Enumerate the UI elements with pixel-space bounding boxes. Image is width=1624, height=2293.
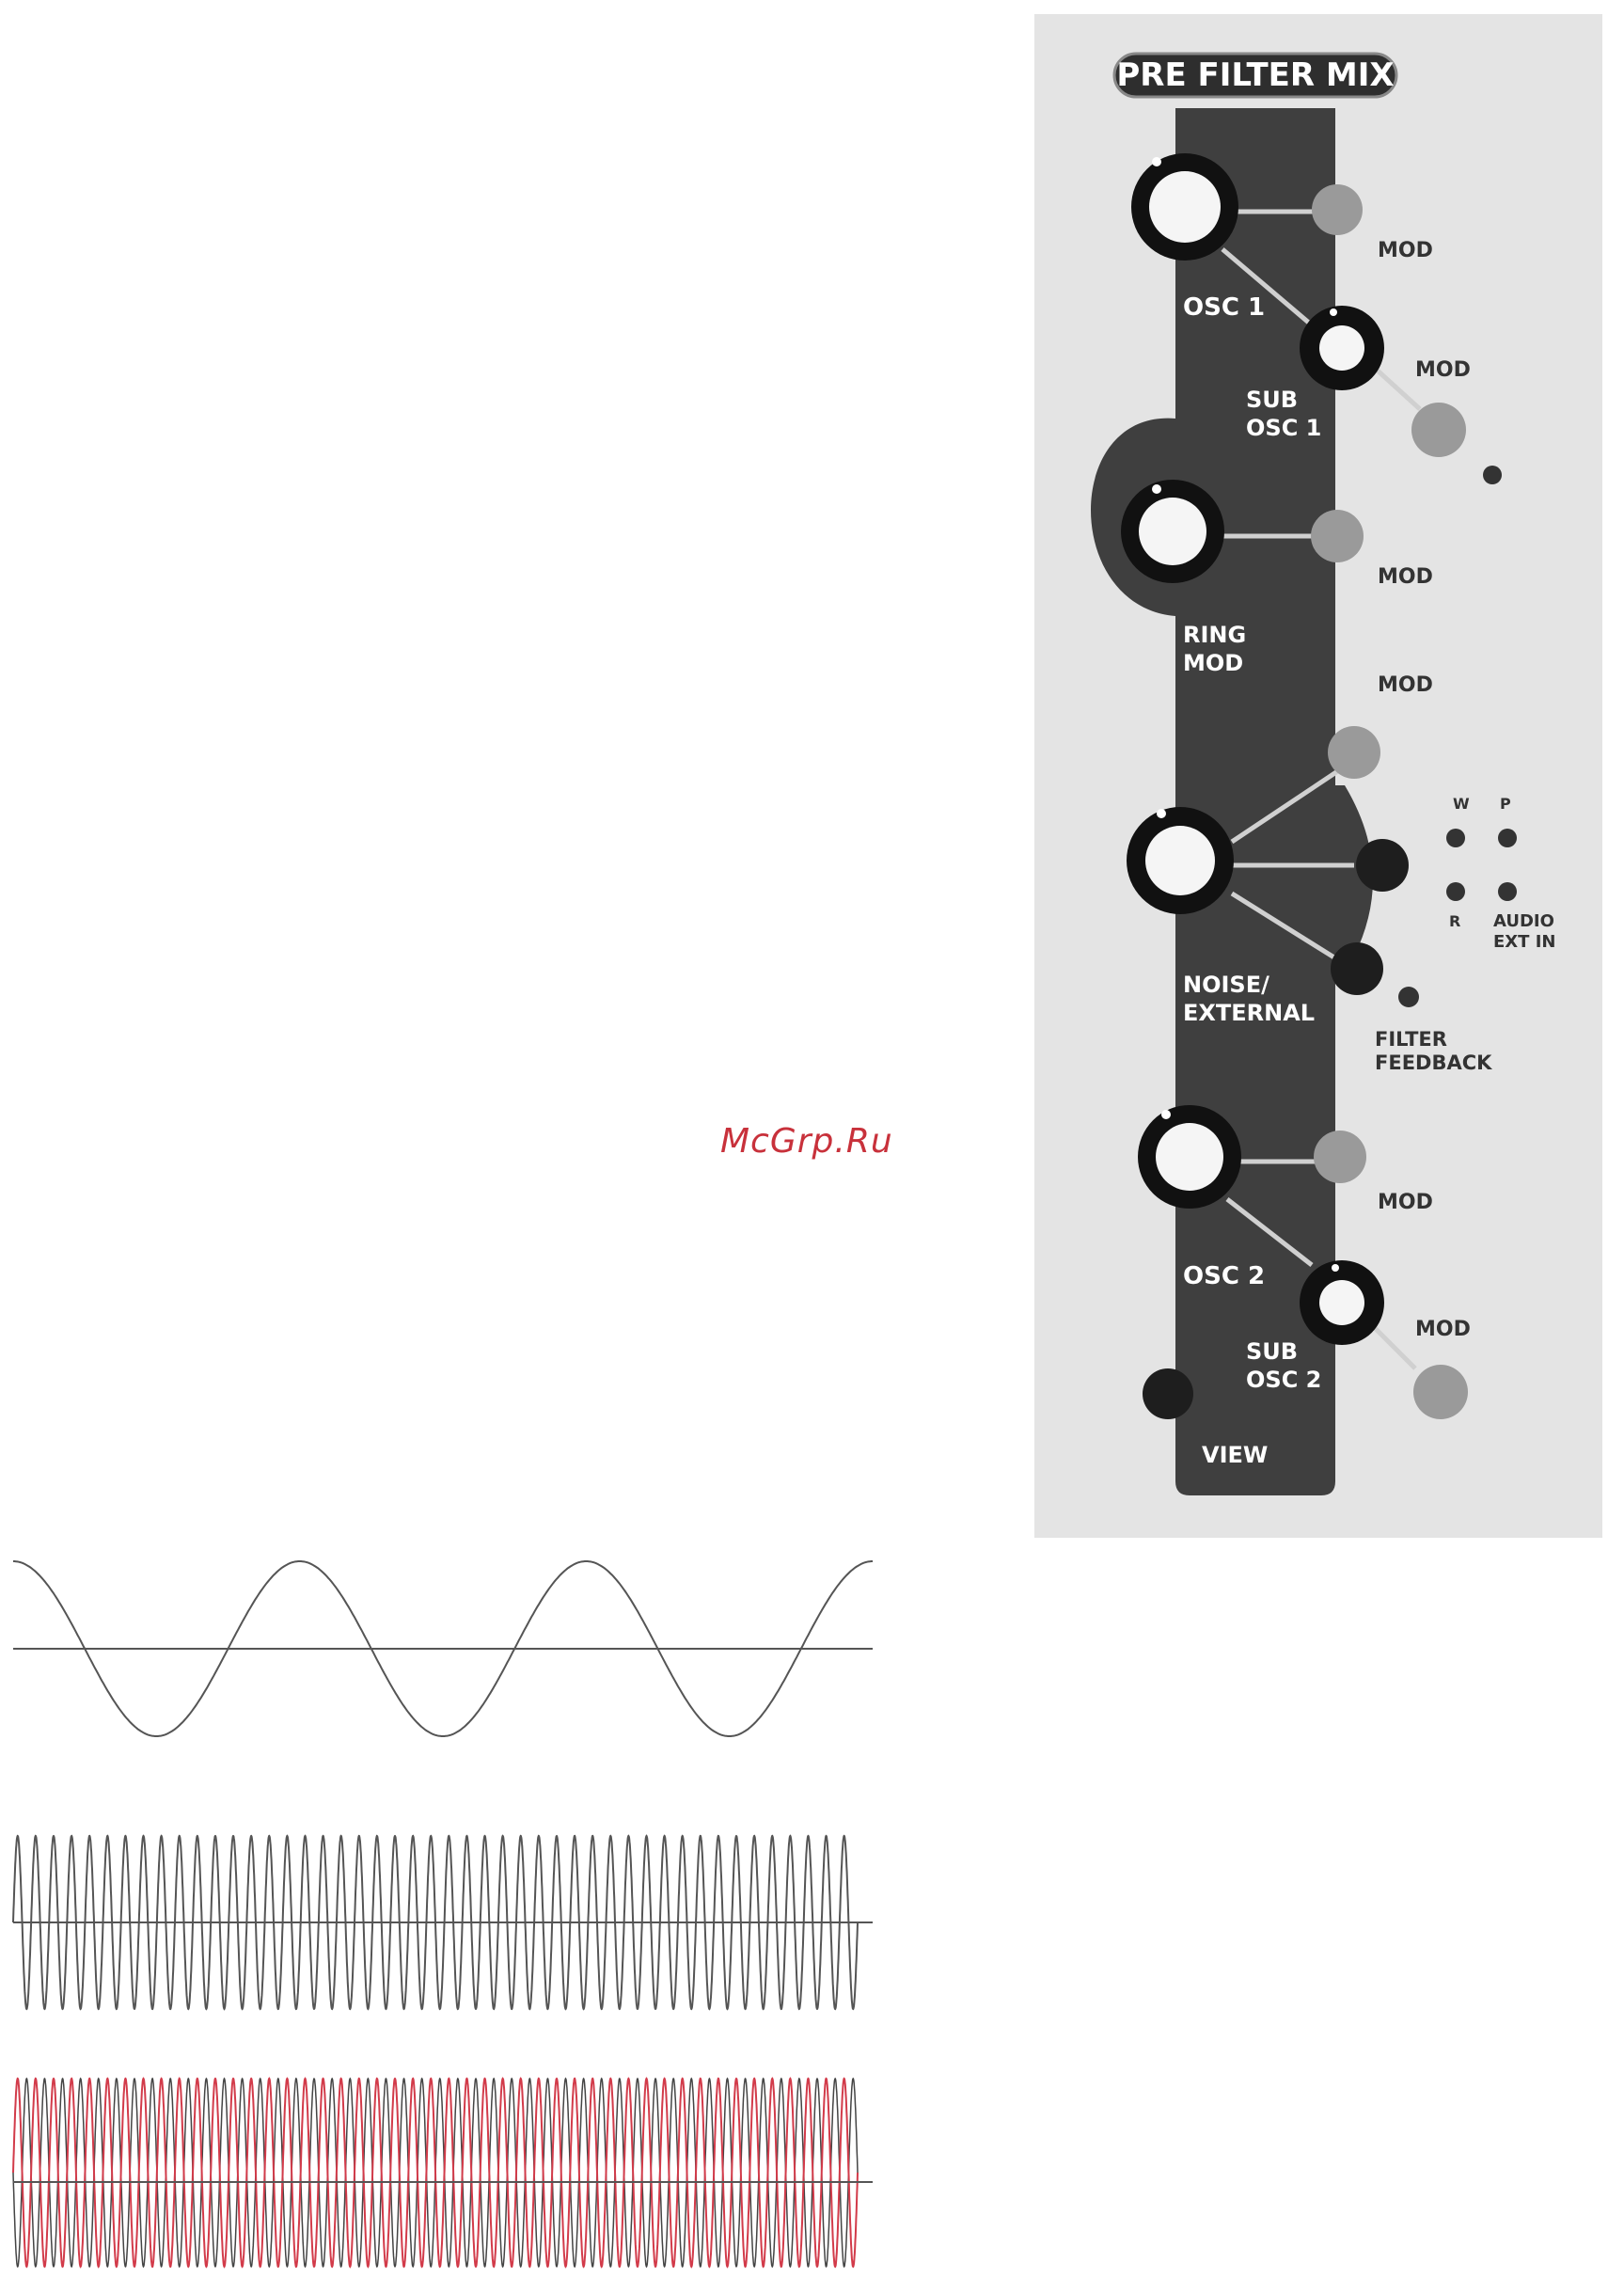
led-audio-ext-in <box>1498 882 1517 901</box>
filter-feedback-label-line2: FEEDBACK <box>1375 1052 1492 1074</box>
ring-mod-label-line1: RING <box>1183 622 1246 648</box>
sub-osc1-label-line1: SUB <box>1246 387 1298 413</box>
audio-ext-in-label-line1: AUDIO <box>1493 911 1554 931</box>
sub-osc2-label-line2: OSC 2 <box>1246 1367 1321 1393</box>
sub-osc1-led <box>1483 466 1502 484</box>
pre-filter-mix-panel: PRE FILTER MIX MOD OSC 1 MOD SUB OSC 1 M… <box>1034 14 1602 1538</box>
sub-osc1-label-line2: OSC 1 <box>1246 415 1321 441</box>
noise-button-3[interactable] <box>1331 942 1383 995</box>
view-button[interactable] <box>1143 1368 1193 1419</box>
audio-ext-in-label-line2: EXT IN <box>1493 932 1555 952</box>
osc1-mod-label: MOD <box>1378 239 1433 262</box>
ring-mod-mod-button[interactable] <box>1311 510 1364 562</box>
waveforms-figure <box>0 1542 903 2285</box>
osc1-mod-button[interactable] <box>1312 184 1363 235</box>
waveform-high-sine <box>13 1836 858 2009</box>
osc2-label: OSC 2 <box>1183 1262 1265 1290</box>
watermark-text: McGrp.Ru <box>720 1122 893 1161</box>
led-p <box>1498 829 1517 847</box>
osc1-label: OSC 1 <box>1183 293 1265 322</box>
sub-osc1-mod-button[interactable] <box>1411 403 1466 457</box>
waveform-ring-mod-result <box>13 2079 858 2267</box>
noise-label-line1: NOISE/ <box>1183 972 1269 998</box>
led-r-label: R <box>1449 912 1460 930</box>
noise-mod-label: MOD <box>1378 673 1433 697</box>
ring-mod-mod-label: MOD <box>1378 565 1433 589</box>
ring-mod-label-line2: MOD <box>1183 650 1243 676</box>
svg-text:PRE FILTER MIX: PRE FILTER MIX <box>1116 56 1394 94</box>
noise-button-2[interactable] <box>1356 839 1409 892</box>
led-w-label: W <box>1453 795 1470 813</box>
osc2-mod-label: MOD <box>1378 1191 1433 1214</box>
led-r <box>1446 882 1465 901</box>
sub-osc2-mod-label: MOD <box>1415 1318 1471 1341</box>
sub-osc2-mod-button[interactable] <box>1413 1365 1468 1419</box>
noise-mod-button[interactable] <box>1328 726 1380 779</box>
panel-title: PRE FILTER MIX <box>1114 54 1396 97</box>
sub-osc1-mod-label: MOD <box>1415 358 1471 382</box>
view-label: VIEW <box>1202 1442 1268 1468</box>
osc2-mod-button[interactable] <box>1314 1131 1366 1183</box>
filter-feedback-led <box>1398 987 1419 1007</box>
led-p-label: P <box>1500 795 1511 813</box>
led-w <box>1446 829 1465 847</box>
noise-label-line2: EXTERNAL <box>1183 1000 1315 1026</box>
sub-osc2-label-line1: SUB <box>1246 1338 1298 1365</box>
filter-feedback-label-line1: FILTER <box>1375 1028 1447 1051</box>
